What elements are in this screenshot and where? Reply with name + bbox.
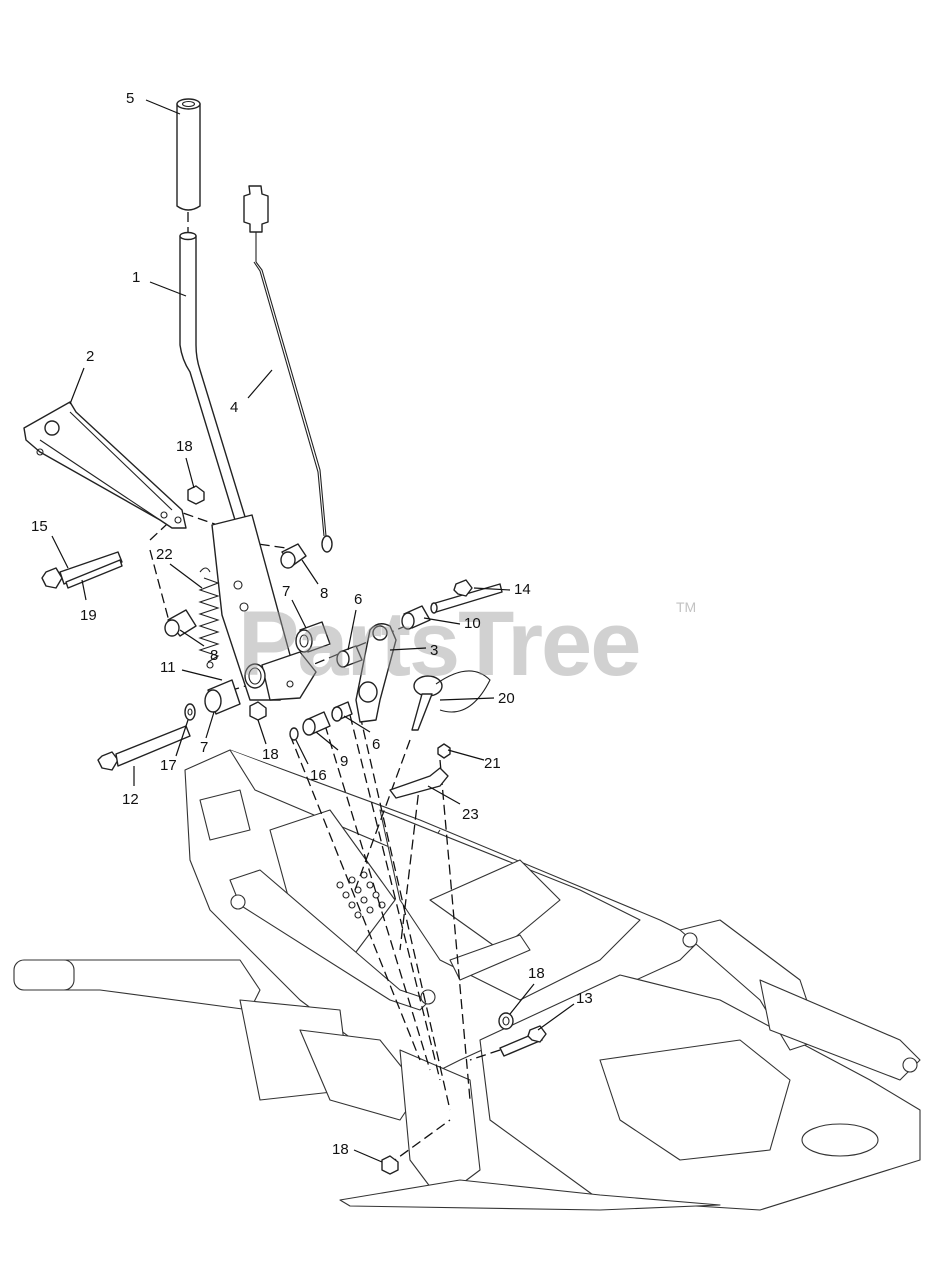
- part-15-bolt: [41, 551, 123, 589]
- part-9-bushing: [302, 711, 331, 736]
- callout-18-upper: 18: [176, 438, 193, 455]
- part-7-bushing-lower: [204, 679, 241, 715]
- part-8-bushing-lower: [164, 609, 197, 637]
- part-22-spring: [198, 567, 220, 669]
- part-7-bushing-upper: [295, 621, 331, 653]
- part-16-washer: [289, 727, 299, 741]
- callout-19: 19: [80, 607, 97, 624]
- watermark-text: PartsTree: [238, 593, 639, 695]
- callout-4: 4: [230, 399, 238, 416]
- callout-23: 23: [462, 806, 479, 823]
- callout-7-upper: 7: [282, 583, 290, 600]
- callout-8-lower: 8: [210, 647, 218, 664]
- part-2-lever-bracket: [23, 401, 187, 529]
- callout-1: 1: [132, 269, 140, 286]
- callout-20: 20: [498, 690, 515, 707]
- callout-6-lower: 6: [372, 736, 380, 753]
- part-17-washer: [184, 703, 196, 721]
- assembly-lines: [149, 212, 501, 1166]
- part-18-washer-lower-right: [498, 1012, 514, 1030]
- part-6-spacer-upper: [336, 645, 363, 668]
- part-14-bolt: [430, 579, 503, 614]
- callout-18-lower-right: 18: [528, 965, 545, 982]
- callout-7-lower: 7: [200, 739, 208, 756]
- callout-8-upper: 8: [320, 585, 328, 602]
- part-11-bushing: [244, 663, 266, 689]
- callout-3: 3: [430, 642, 438, 659]
- part-18-nut-upper: [187, 485, 205, 505]
- leader-lines: [51, 99, 575, 1163]
- part-5-handle-grip: [176, 98, 201, 211]
- callout-14: 14: [514, 581, 531, 598]
- callout-2: 2: [86, 348, 94, 365]
- part-21-nut: [437, 743, 451, 759]
- part-4-cable: [243, 185, 333, 553]
- callout-16: 16: [310, 767, 327, 784]
- mower-frame: [13, 749, 921, 1211]
- watermark: PartsTree TM: [238, 593, 696, 695]
- part-1-control-lever: [179, 231, 317, 701]
- callout-13: 13: [576, 990, 593, 1007]
- part-6-spacer-lower: [331, 701, 353, 722]
- callout-17: 17: [160, 757, 177, 774]
- callout-18-middle: 18: [262, 746, 279, 763]
- part-13-bolt: [499, 1025, 547, 1057]
- part-23-bracket: [389, 767, 449, 799]
- callout-9: 9: [340, 753, 348, 770]
- part-19-pin: [65, 559, 123, 589]
- callout-22: 22: [156, 546, 173, 563]
- callout-10: 10: [464, 615, 481, 632]
- watermark-trademark: TM: [676, 599, 696, 615]
- part-8-bushing-upper: [280, 543, 307, 569]
- callout-12: 12: [122, 791, 139, 808]
- callout-15: 15: [31, 518, 48, 535]
- part-18-nut-middle: [249, 701, 267, 721]
- callout-labels: 5 1 2 4 18 15 22 19 8 7 6 14 10 3 8 11 2…: [31, 90, 593, 1158]
- callout-5: 5: [126, 90, 134, 107]
- part-3-pivot-arm: [355, 623, 397, 723]
- part-20-knob: [411, 670, 491, 731]
- callout-11: 11: [160, 659, 176, 676]
- callout-6-upper: 6: [354, 591, 362, 608]
- callout-21: 21: [484, 755, 501, 772]
- part-12-bolt: [97, 725, 191, 771]
- callout-18-bottom: 18: [332, 1141, 349, 1158]
- part-10-bushing: [401, 605, 431, 630]
- part-18-nut-bottom: [381, 1155, 399, 1175]
